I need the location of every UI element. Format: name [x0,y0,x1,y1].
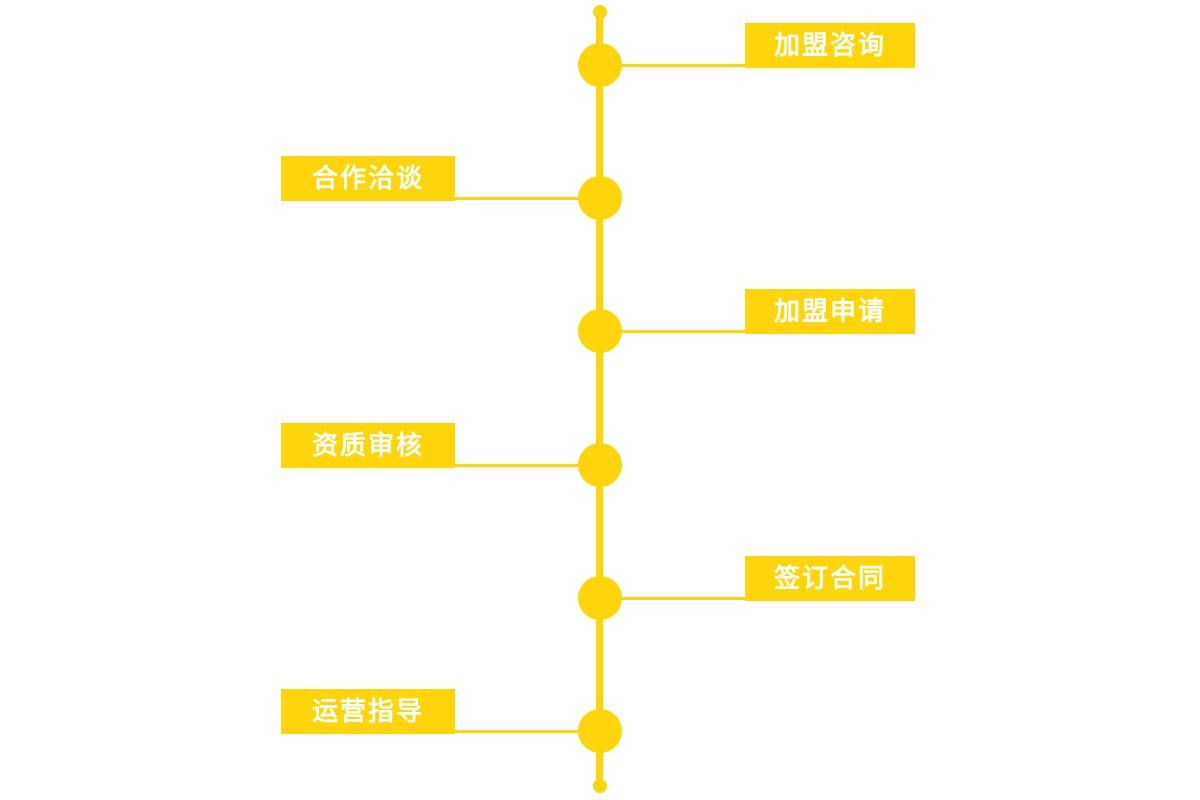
step-connector [445,197,600,200]
step-connector [445,464,600,467]
timeline-node-dot [578,709,622,753]
timeline-start-dot [593,5,607,19]
step-label-box: 资质审核 [281,423,455,468]
step-connector [445,730,600,733]
step-label-box: 加盟咨询 [745,23,915,68]
step-label: 加盟咨询 [773,30,886,60]
timeline-line [596,12,603,786]
step-label: 资质审核 [311,430,424,460]
step-label: 合作洽谈 [311,163,424,193]
step-connector [600,597,755,600]
step-connector [600,64,755,67]
step-label-box: 签订合同 [745,556,915,601]
step-label: 加盟申请 [773,296,886,326]
timeline-node-dot [578,576,622,620]
timeline-node-dot [578,43,622,87]
step-label: 运营指导 [311,696,424,726]
timeline-node-dot [578,309,622,353]
step-label-box: 加盟申请 [745,289,915,334]
timeline-end-dot [593,779,607,793]
step-label-box: 合作洽谈 [281,156,455,201]
step-label: 签订合同 [773,563,886,593]
step-connector [600,330,755,333]
step-label-box: 运营指导 [281,689,455,734]
timeline-node-dot [578,443,622,487]
timeline-node-dot [578,176,622,220]
